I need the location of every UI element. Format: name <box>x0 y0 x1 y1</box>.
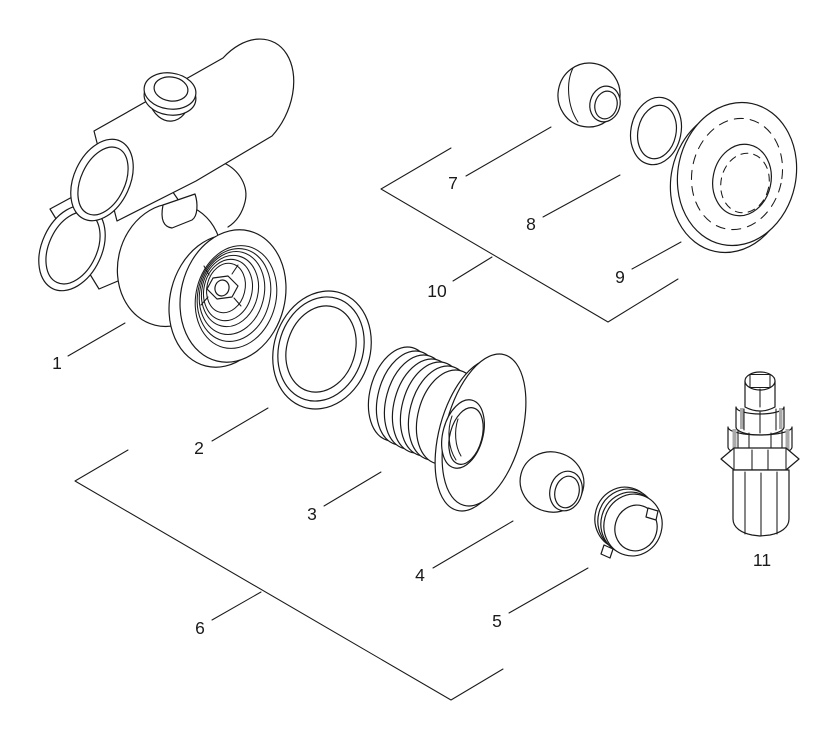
part-11-installation-tool <box>720 371 800 537</box>
ring-tab-bottom <box>600 544 614 559</box>
upper-tube-body <box>93 38 295 222</box>
o-ring-hole <box>285 305 357 393</box>
leader-9 <box>631 241 682 270</box>
leader-2 <box>211 407 269 442</box>
part-1-valve-tee-jet-body <box>38 38 295 368</box>
tool-square-socket <box>749 373 771 389</box>
jet-hub-spokes <box>200 264 242 307</box>
callout-8: 8 <box>526 214 536 234</box>
upper-tube-end-inner <box>77 146 129 216</box>
callout-labels: 1 2 3 4 5 6 7 8 9 10 11 <box>52 173 771 638</box>
callout-3: 3 <box>307 504 317 524</box>
tool-hex-nut <box>720 447 800 471</box>
jet-hub-hex <box>206 275 239 300</box>
jet-hub-hole <box>214 279 230 297</box>
jet-neck <box>161 193 198 229</box>
leader-10 <box>452 256 493 282</box>
top-boss-opening <box>153 76 189 102</box>
cap-opening <box>594 90 618 120</box>
jet-barrel-right-edge <box>223 162 247 228</box>
part-5-retaining-ring <box>594 486 663 559</box>
o-ring-small-hole <box>636 104 678 160</box>
leader-7 <box>465 126 552 177</box>
tool-step-2-facets <box>743 408 777 434</box>
leader-3 <box>323 471 382 507</box>
washer-hole <box>712 143 772 217</box>
o-ring-mid <box>277 296 365 402</box>
callout-1: 1 <box>52 353 62 373</box>
bracket-group-10 <box>380 147 679 323</box>
callout-10: 10 <box>427 281 447 301</box>
leader-1 <box>67 322 126 357</box>
cap-seam <box>568 67 579 123</box>
callout-6: 6 <box>195 618 205 638</box>
nozzle-opening <box>554 475 580 509</box>
jet-face-rings <box>194 245 278 349</box>
leader-lines <box>67 126 682 621</box>
ring-tab-right <box>645 507 659 521</box>
tool-shank-facets <box>744 471 778 537</box>
tool-nut-facets <box>733 447 787 471</box>
leader-8 <box>542 174 621 218</box>
fitting-bore-inner <box>448 407 484 465</box>
callout-11: 11 <box>753 550 771 570</box>
callout-5: 5 <box>492 611 502 631</box>
part-4-eyeball-nozzle <box>519 451 585 513</box>
leader-5 <box>508 567 589 614</box>
washer-hidden-circle <box>690 117 784 231</box>
nozzle-rim <box>549 470 583 512</box>
part-3-threaded-flange-fitting <box>367 346 527 512</box>
callout-9: 9 <box>615 267 625 287</box>
callout-7: 7 <box>448 173 458 193</box>
washer-hole-depth <box>720 152 770 214</box>
bracket-group-6 <box>74 449 504 701</box>
callout-2: 2 <box>194 438 204 458</box>
internal-threads <box>448 415 462 461</box>
callout-4: 4 <box>415 565 425 585</box>
leader-4 <box>432 520 514 569</box>
diagram-linework <box>38 38 800 701</box>
cap-rim <box>589 85 621 123</box>
part-7-ball-cap <box>557 62 621 128</box>
part-8-o-ring-small <box>629 96 683 166</box>
part-9-escutcheon-washer <box>669 101 798 254</box>
part-2-o-ring-large <box>272 290 372 410</box>
brackets <box>74 147 679 701</box>
leader-6 <box>211 591 262 621</box>
